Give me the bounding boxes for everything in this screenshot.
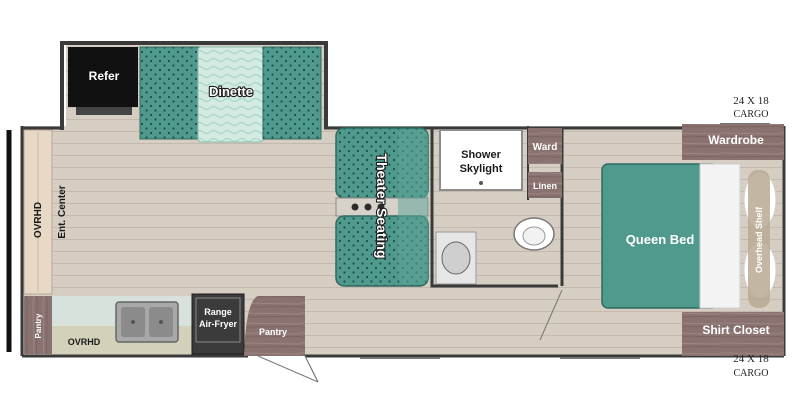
cupholder	[351, 203, 359, 211]
entry-step	[244, 296, 305, 356]
cupholder-2	[364, 203, 372, 211]
bath-sink	[441, 241, 471, 275]
linen-cabinet	[528, 172, 562, 198]
cargo-top-label: CARGO	[733, 109, 768, 120]
label-range: Range	[204, 307, 232, 317]
overhead-shelf	[748, 170, 770, 308]
label-air-fryer: Air-Fryer	[199, 319, 238, 329]
label-queen-bed: Queen Bed	[626, 232, 695, 247]
door-swing-arc	[304, 355, 319, 383]
label-theater-seating: Theater Seating	[374, 153, 390, 258]
cupholder-3	[377, 203, 385, 211]
wardrobe-cabinet	[682, 124, 784, 160]
bedroom-door-line	[539, 289, 563, 341]
label-refer: Refer	[89, 69, 120, 83]
pantry-left-cabinet	[24, 296, 52, 354]
label-ent-center: Ent. Center	[57, 185, 68, 238]
bed-linens	[699, 163, 741, 309]
shirt-closet-cabinet	[682, 312, 784, 356]
door-swing	[257, 355, 319, 383]
cargo-top-dims: 24 X 18	[733, 95, 769, 107]
refer-base	[76, 107, 132, 115]
label-pantry-door: Pantry	[259, 327, 287, 337]
label-ward: Ward	[533, 142, 558, 153]
ward-cabinet	[528, 128, 562, 164]
label-shirt-closet: Shirt Closet	[702, 323, 769, 337]
label-overhead-shelf: Overhead Shelf	[754, 206, 764, 273]
label-ovrhd-front: OVRHD	[33, 202, 44, 238]
label-ovrhd-kitchen: OVRHD	[68, 337, 101, 347]
label-dinette: Dinette	[209, 84, 253, 99]
shower	[439, 129, 523, 191]
refer-unit	[68, 47, 138, 107]
theater-seat-back	[398, 130, 428, 284]
toilet-bowl	[522, 226, 546, 246]
range-cooktop	[191, 293, 245, 355]
dinette-bench-left	[139, 46, 201, 140]
cargo-bottom-dims: 24 X 18	[733, 353, 769, 365]
sink-drain-2	[159, 320, 163, 324]
range-grate	[195, 297, 241, 343]
cargo-bottom-label: CARGO	[733, 368, 768, 379]
label-skylight: Skylight	[460, 163, 503, 175]
label-linen: Linen	[533, 181, 557, 191]
sink-drain	[131, 320, 135, 324]
slideout-wall	[60, 41, 328, 130]
dinette-bench-right	[262, 46, 322, 140]
label-wardrobe: Wardrobe	[708, 133, 764, 147]
label-shower: Shower	[461, 149, 501, 161]
label-pantry-left: Pantry	[34, 313, 43, 338]
shower-drain	[479, 181, 483, 185]
